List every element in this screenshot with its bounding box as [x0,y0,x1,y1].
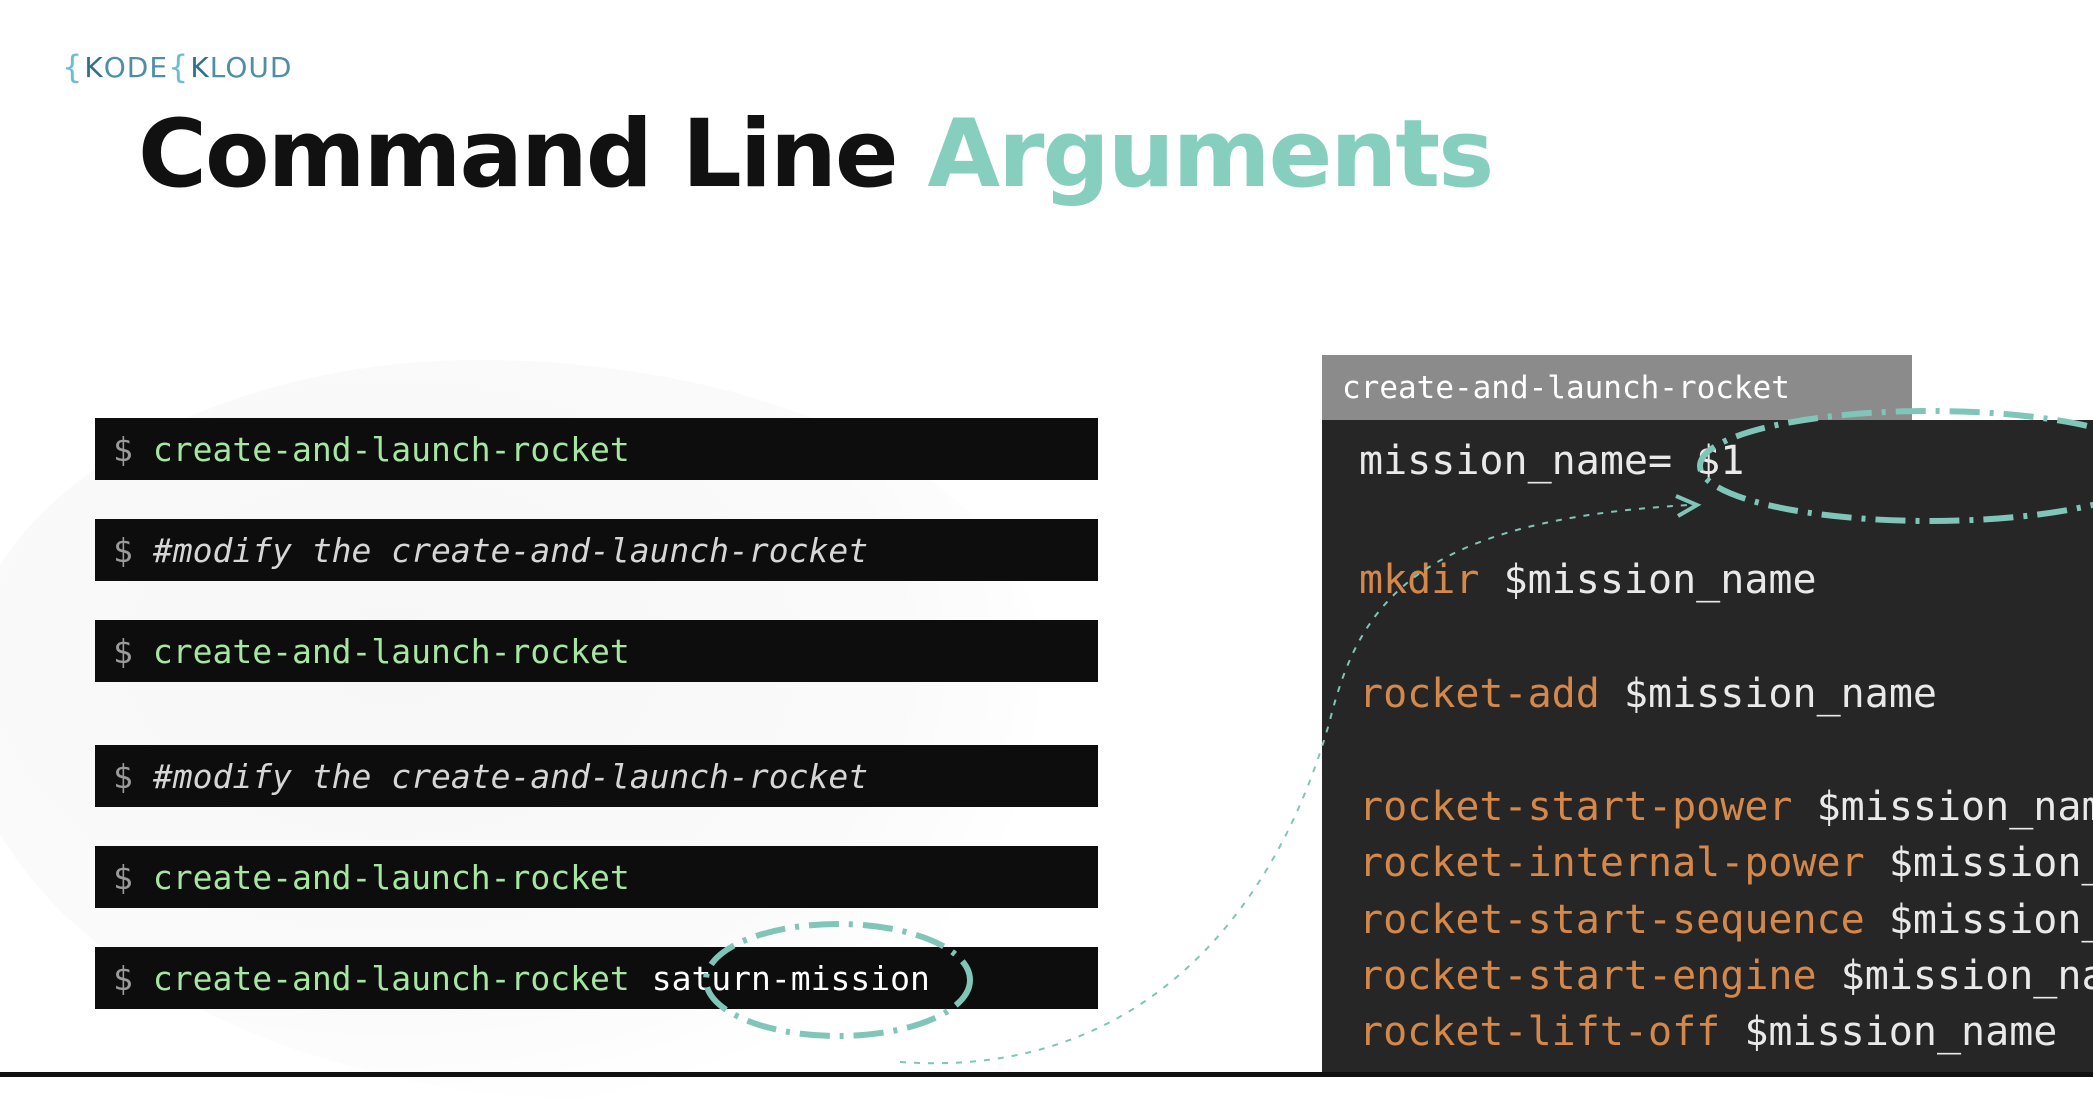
title-main: Command Line [138,100,899,209]
logo-brace-icon: { [168,48,190,86]
prompt-symbol: $ [113,857,133,897]
terminal-line: $ create-and-launch-rocket [95,846,1098,908]
editor-tab[interactable]: create-and-launch-rocket [1322,355,1912,420]
code-line: rocket-start-power $mission_name [1359,784,2093,830]
code-line: rocket-internal-power $mission_name [1359,840,2093,886]
code-line: rocket-start-sequence $mission_name [1359,897,2093,943]
logo-brace-icon: { [62,48,84,86]
argument-text: saturn-mission [651,958,930,998]
code-line: rocket-add $mission_name [1359,671,1937,717]
code-line: rocket-start-engine $mission_name [1359,953,2093,999]
command-text: create-and-launch-rocket [152,958,630,998]
terminal-line: $ #modify the create-and-launch-rocket [95,519,1098,581]
bottom-border [0,1072,2093,1077]
script-editor: create-and-launch-rocket mission_name= $… [1322,355,2093,1077]
command-text: create-and-launch-rocket [152,631,630,671]
prompt-symbol: $ [113,530,133,570]
prompt-symbol: $ [113,429,133,469]
prompt-symbol: $ [113,958,133,998]
terminal-line: $ #modify the create-and-launch-rocket [95,745,1098,807]
title-accent: Arguments [927,100,1494,209]
code-line: rocket-lift-off $mission_name [1359,1009,2058,1055]
comment-text: #modify the create-and-launch-rocket [152,530,869,570]
prompt-symbol: $ [113,631,133,671]
command-text: create-and-launch-rocket [152,857,630,897]
terminal-line: $ create-and-launch-rocket saturn-missio… [95,947,1098,1009]
code-line: mkdir $mission_name [1359,557,1817,603]
comment-text: #modify the create-and-launch-rocket [152,756,869,796]
terminal-line: $ create-and-launch-rocket [95,620,1098,682]
slide-title: Command Line Arguments [138,100,1494,209]
editor-body: mission_name= $1 mkdir $mission_name roc… [1322,420,2093,1077]
prompt-symbol: $ [113,756,133,796]
command-text: create-and-launch-rocket [152,429,630,469]
code-line: mission_name= $1 [1359,438,1745,484]
terminal-line: $ create-and-launch-rocket [95,418,1098,480]
editor-tab-label: create-and-launch-rocket [1342,369,1790,406]
